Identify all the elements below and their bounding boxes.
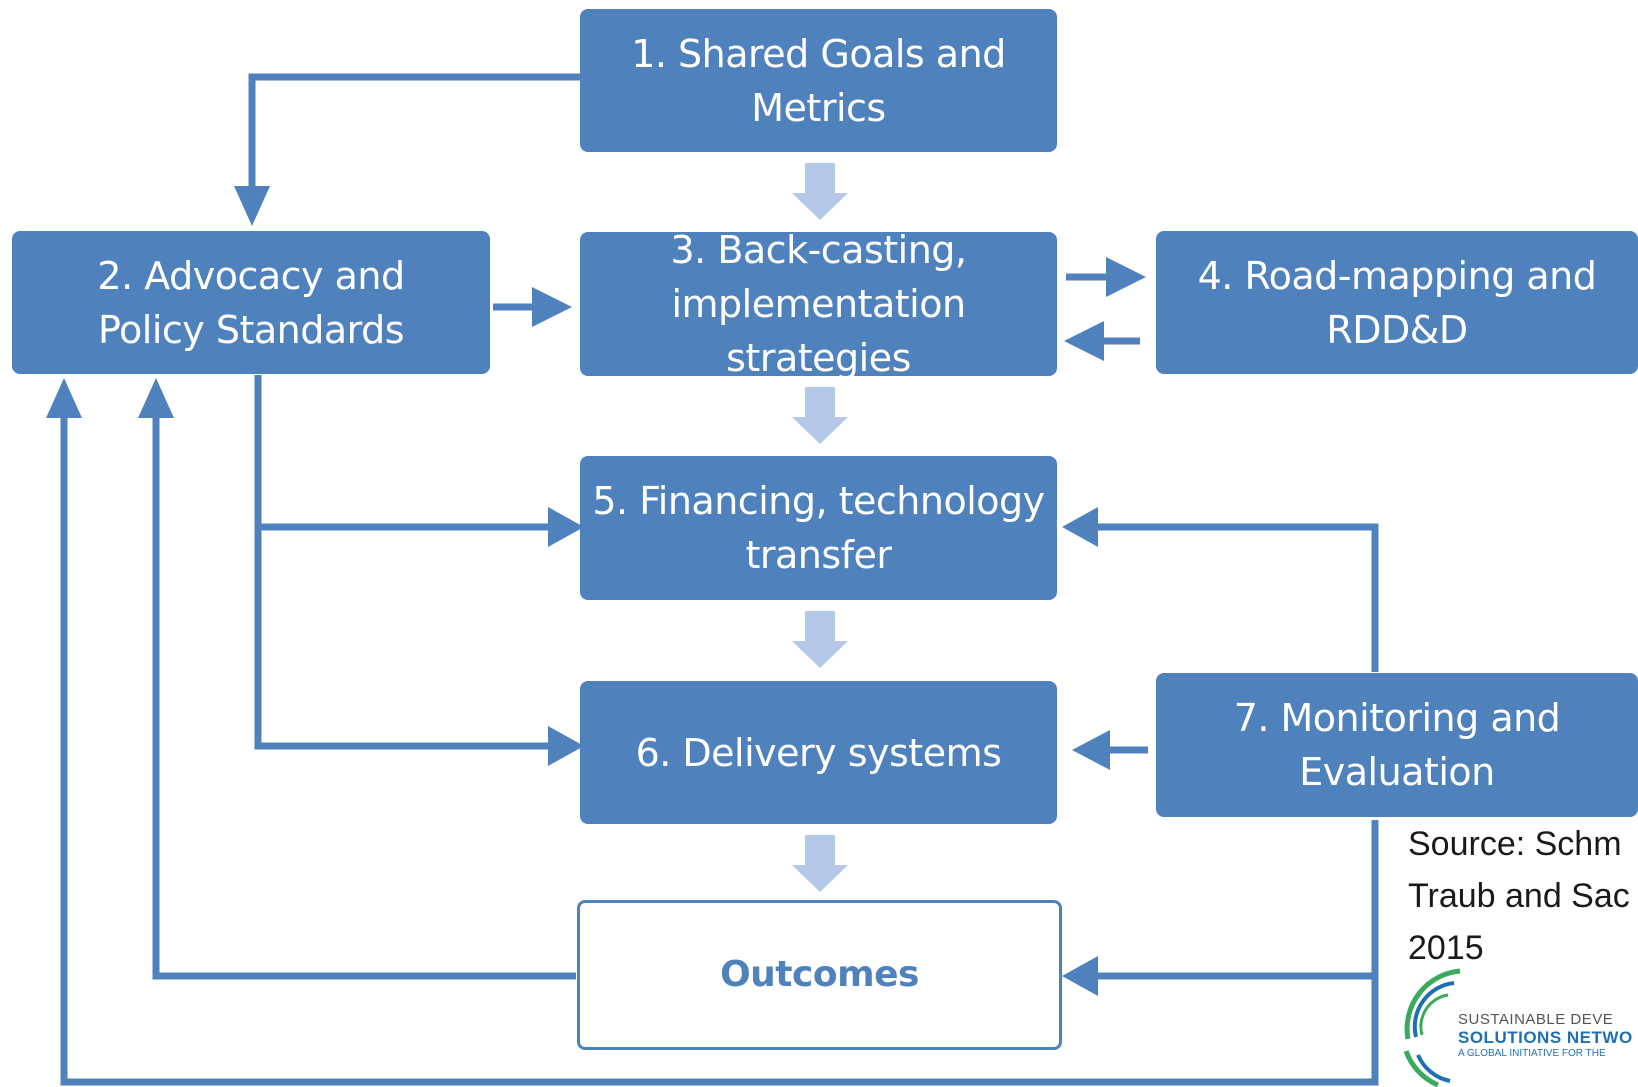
- box-delivery: 6. Delivery systems: [580, 681, 1057, 824]
- arrowhead-into-5-from-7: [1062, 507, 1098, 547]
- flow-arrow-5-to-6: [792, 611, 848, 668]
- arrowheads: [46, 186, 1146, 996]
- feedback-lines: [60, 73, 1379, 1086]
- arrowhead-into-3-from-2: [532, 287, 572, 327]
- arrowhead-into-2-from-outcomes: [138, 378, 174, 418]
- flow-arrows: [792, 163, 848, 892]
- source-line-1: Source: Schm: [1408, 825, 1622, 863]
- flow-arrow-1-to-3: [792, 163, 848, 220]
- arrowhead-into-2-from-loop: [46, 378, 82, 418]
- logo-text-line-3: A GLOBAL INITIATIVE FOR THE: [1458, 1048, 1606, 1059]
- arrowhead-into-6-from-7: [1072, 730, 1110, 770]
- logo-text-line-2: SOLUTIONS NETWO: [1458, 1028, 1633, 1047]
- line-2-to-5-and-6: [254, 375, 556, 750]
- sdsn-logo: SUSTAINABLE DEVE SOLUTIONS NETWO A GLOBA…: [1398, 965, 1638, 1087]
- sdsn-logo-mark: [1403, 968, 1461, 1087]
- box-outcomes: Outcomes: [577, 900, 1062, 1050]
- line-bottom-loop-to-2: [60, 408, 1379, 1086]
- line-outcomes-to-2: [152, 408, 576, 980]
- flow-arrow-6-to-outcomes: [792, 835, 848, 892]
- arrowhead-into-2-from-1: [234, 186, 270, 226]
- box-advocacy: 2. Advocacy and Policy Standards: [12, 231, 490, 374]
- box-backcasting: 3. Back-casting, implementation strategi…: [580, 228, 1057, 380]
- line-1-to-2: [248, 73, 582, 190]
- source-line-3: 2015: [1408, 929, 1484, 967]
- box-roadmapping: 4. Road-mapping and RDD&D: [1156, 231, 1638, 374]
- source-line-2: Traub and Sac: [1408, 877, 1630, 915]
- line-7-to-outcomes: [1094, 820, 1379, 980]
- box-financing: 5. Financing, technology transfer: [580, 456, 1057, 600]
- box-monitoring: 7. Monitoring and Evaluation: [1156, 673, 1638, 817]
- flow-arrow-3-to-5: [792, 387, 848, 444]
- logo-text-line-1: SUSTAINABLE DEVE: [1458, 1011, 1614, 1028]
- arrowhead-into-3-from-4: [1064, 321, 1104, 361]
- arrowhead-into-outcomes-from-7: [1062, 956, 1098, 996]
- arrowhead-into-6-from-2: [548, 726, 584, 766]
- arrowhead-into-4-from-3: [1106, 257, 1146, 297]
- arrowhead-into-5-from-2: [548, 507, 584, 547]
- box-shared-goals: 1. Shared Goals and Metrics: [580, 9, 1057, 152]
- source-citation: Source: Schm Traub and Sac 2015: [1408, 818, 1630, 974]
- line-7-to-5: [1094, 523, 1379, 672]
